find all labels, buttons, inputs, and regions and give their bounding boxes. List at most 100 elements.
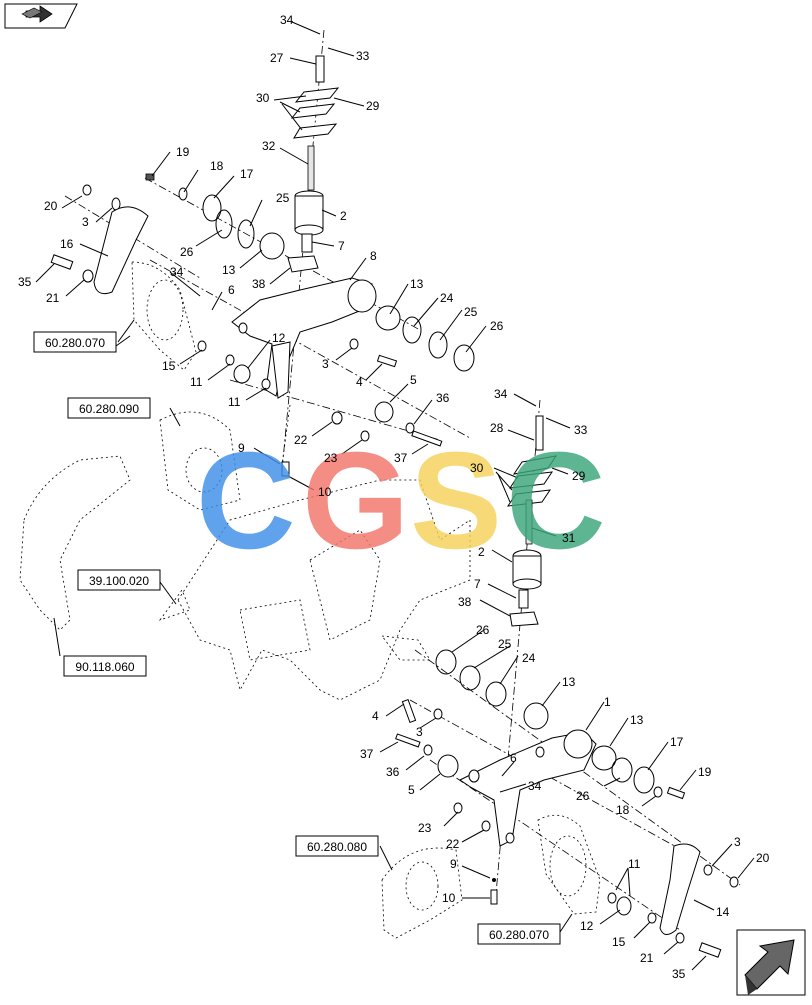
callout: 24 bbox=[522, 651, 536, 665]
callout: 18 bbox=[616, 803, 630, 817]
callout: 3 bbox=[82, 215, 89, 229]
watermark-letter: S bbox=[410, 424, 502, 578]
callout: 5 bbox=[410, 373, 417, 387]
callout: 6 bbox=[510, 751, 517, 765]
callout: 21 bbox=[640, 951, 654, 965]
callout: 13 bbox=[410, 277, 424, 291]
callout: 4 bbox=[372, 709, 379, 723]
callout: 11 bbox=[190, 375, 203, 389]
callout: 16 bbox=[60, 237, 74, 251]
callout: 26 bbox=[490, 319, 504, 333]
callout: 25 bbox=[464, 305, 478, 319]
reference-ref-3[interactable]: 39.100.020 bbox=[77, 569, 161, 591]
callout: 13 bbox=[562, 675, 576, 689]
callout: 9 bbox=[238, 441, 245, 455]
callout: 38 bbox=[252, 277, 266, 291]
reference-label: 60.280.090 bbox=[79, 402, 139, 416]
callout: 36 bbox=[436, 391, 450, 405]
callout: 5 bbox=[408, 783, 415, 797]
reference-ref-4[interactable]: 90.118.060 bbox=[63, 655, 147, 677]
reference-ref-2[interactable]: 60.280.090 bbox=[67, 397, 151, 419]
callout: 24 bbox=[440, 291, 454, 305]
callout: 26 bbox=[576, 789, 590, 803]
callout: 7 bbox=[474, 577, 481, 591]
callout: 17 bbox=[670, 735, 684, 749]
callout: 21 bbox=[46, 291, 60, 305]
callout: 8 bbox=[370, 249, 377, 263]
callout: 26 bbox=[180, 245, 194, 259]
lower-hardware bbox=[395, 649, 549, 778]
nav-forward-button[interactable] bbox=[736, 929, 806, 996]
callout: 7 bbox=[338, 239, 345, 253]
callout: 37 bbox=[394, 451, 408, 465]
lower-bracket bbox=[453, 729, 686, 905]
callout: 20 bbox=[756, 851, 770, 865]
callout: 38 bbox=[458, 595, 472, 609]
callout: 34 bbox=[280, 13, 294, 27]
callout: 31 bbox=[562, 531, 576, 545]
callout: 28 bbox=[490, 421, 504, 435]
lower-right-hardware bbox=[607, 843, 739, 958]
callout: 30 bbox=[470, 461, 484, 475]
callout: 19 bbox=[698, 765, 712, 779]
leader-lines bbox=[35, 21, 755, 971]
reference-ref-6[interactable]: 60.280.070 bbox=[477, 923, 561, 945]
callout: 37 bbox=[360, 747, 374, 761]
nav-back-arrow-icon bbox=[21, 5, 53, 23]
callout: 11 bbox=[228, 395, 241, 409]
callout: 10 bbox=[442, 891, 456, 905]
callout: 25 bbox=[276, 191, 290, 205]
callout: 15 bbox=[162, 359, 176, 373]
lower-plates bbox=[381, 814, 601, 939]
callout: 30 bbox=[256, 91, 270, 105]
reference-boxes: 60.280.070 60.280.090 39.100.020 90.118.… bbox=[33, 331, 561, 945]
callout: 3 bbox=[416, 725, 423, 739]
callout: 33 bbox=[574, 423, 588, 437]
callout: 13 bbox=[222, 263, 236, 277]
callout: 34 bbox=[170, 265, 184, 279]
callout: 15 bbox=[612, 935, 626, 949]
callout: 14 bbox=[716, 905, 730, 919]
reference-label: 60.280.070 bbox=[45, 336, 105, 350]
upper-left-hardware bbox=[50, 173, 285, 295]
callout: 6 bbox=[228, 283, 235, 297]
callout: 3 bbox=[734, 835, 741, 849]
callout: 4 bbox=[356, 375, 363, 389]
callout: 11 bbox=[628, 857, 641, 871]
callout: 29 bbox=[572, 469, 586, 483]
callout: 3 bbox=[322, 357, 329, 371]
reference-label: 60.280.070 bbox=[489, 928, 549, 942]
reference-ref-5[interactable]: 60.280.080 bbox=[295, 835, 379, 857]
callout: 34 bbox=[528, 779, 542, 793]
watermark-logo: C G S C bbox=[196, 424, 606, 578]
watermark-letter: C bbox=[196, 424, 296, 578]
callout: 10 bbox=[318, 485, 332, 499]
nav-back-button[interactable] bbox=[4, 3, 78, 29]
callout: 1 bbox=[604, 695, 611, 709]
reference-label: 39.100.020 bbox=[89, 574, 149, 588]
callout: 35 bbox=[18, 275, 32, 289]
callout: 22 bbox=[446, 837, 460, 851]
callout: 22 bbox=[294, 433, 308, 447]
callout: 35 bbox=[672, 967, 686, 981]
machine-frame bbox=[19, 411, 471, 701]
callout: 12 bbox=[580, 919, 594, 933]
callout: 2 bbox=[340, 209, 347, 223]
reference-label: 60.280.080 bbox=[307, 840, 367, 854]
upper-mid-hardware bbox=[197, 340, 443, 477]
callout: 13 bbox=[630, 713, 644, 727]
callout: 33 bbox=[356, 49, 370, 63]
callout: 20 bbox=[44, 199, 58, 213]
callout: 23 bbox=[324, 451, 338, 465]
watermark-letter: G bbox=[302, 424, 409, 578]
reference-ref-1[interactable]: 60.280.070 bbox=[33, 331, 117, 353]
upper-left-plate bbox=[131, 261, 197, 371]
callout: 19 bbox=[176, 145, 190, 159]
callout: 17 bbox=[240, 167, 254, 181]
nav-forward-arrow-icon bbox=[744, 939, 795, 995]
callout: 12 bbox=[272, 331, 286, 345]
upper-bracket bbox=[231, 277, 475, 397]
callout: 25 bbox=[498, 637, 512, 651]
callout: 32 bbox=[262, 139, 276, 153]
